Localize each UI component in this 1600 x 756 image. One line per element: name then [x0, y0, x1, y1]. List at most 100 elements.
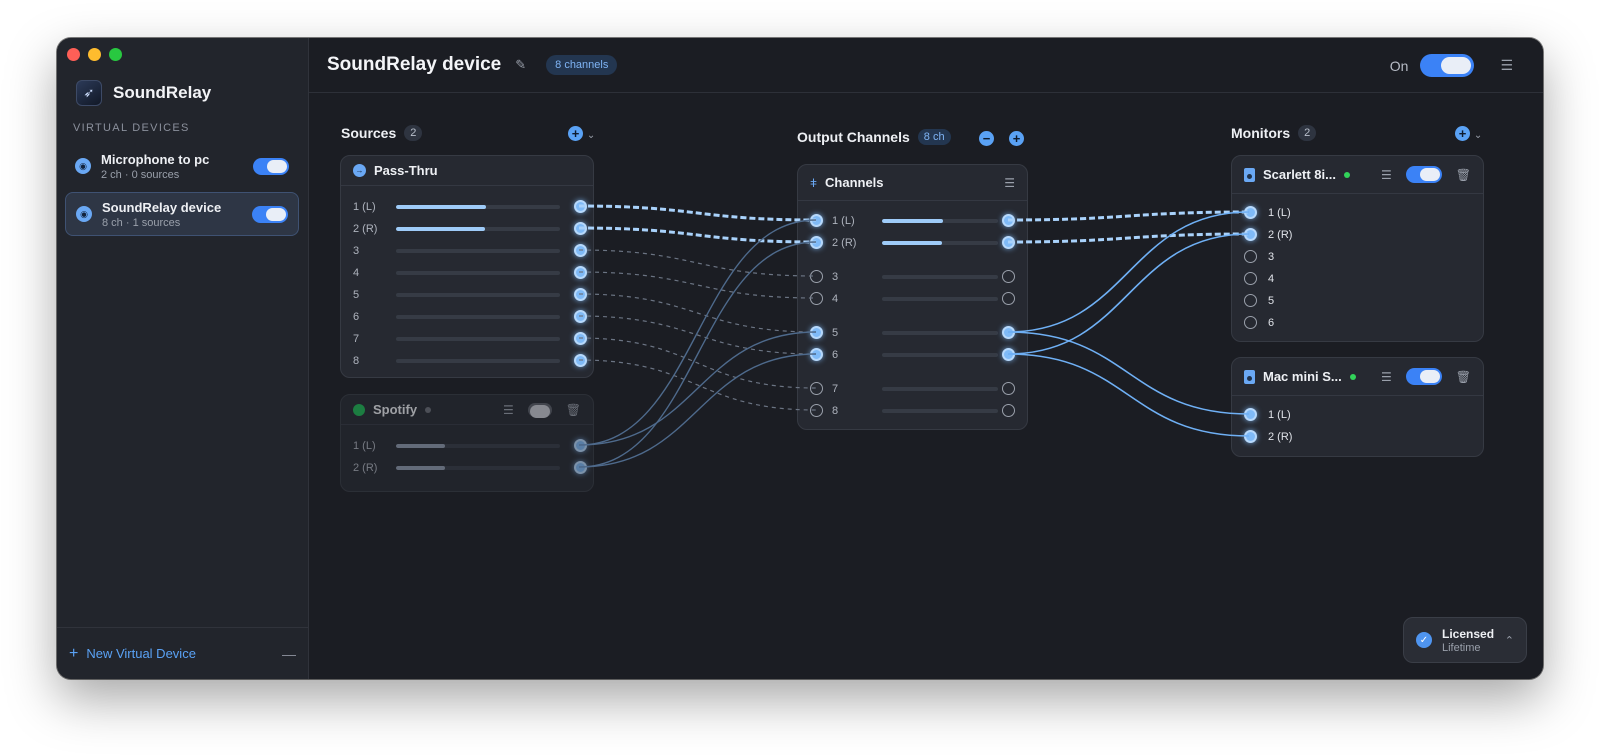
channel-label: 3: [1268, 251, 1275, 263]
monitor-enable-toggle[interactable]: [1405, 368, 1442, 385]
channel-settings-icon[interactable]: ☰: [1004, 175, 1015, 190]
level-meter: [882, 219, 998, 223]
source-card-spotify: Spotify ☰ 🗑 1 (L)2 (R): [340, 394, 594, 492]
device-meta: 2 ch · 0 sources: [101, 168, 180, 181]
level-meter: [882, 387, 998, 391]
device-power-toggle[interactable]: [1420, 54, 1475, 77]
channel-label: 1 (L): [832, 215, 855, 227]
level-meter: [882, 275, 998, 279]
monitors-count: 2: [1298, 125, 1317, 141]
input-port[interactable]: [810, 404, 823, 417]
output-port[interactable]: [1002, 292, 1015, 305]
output-channels-header: Output Channels 8 ch: [797, 129, 951, 145]
trash-icon[interactable]: 🗑: [565, 402, 581, 417]
channel-label: 2 (R): [1268, 229, 1293, 241]
sidebar-item-microphone-to-pc[interactable]: ◉ Microphone to pc 2 ch · 0 sources: [65, 144, 299, 188]
wire-passthru-6[interactable]: [578, 315, 817, 355]
edit-pencil-icon[interactable]: ✎: [515, 57, 527, 72]
new-virtual-device-button[interactable]: + New Virtual Device: [69, 645, 282, 662]
remove-channel-button[interactable]: −: [979, 130, 994, 146]
output-port[interactable]: [1002, 382, 1015, 395]
sources-label: Sources: [341, 125, 397, 141]
wire-passthru-5[interactable]: [578, 293, 817, 333]
channel-label: 8: [353, 355, 360, 367]
input-port[interactable]: [1244, 250, 1257, 263]
level-meter: [396, 227, 560, 231]
status-dot: [425, 406, 432, 413]
wire-spotify-5[interactable]: [578, 331, 817, 446]
monitor-name: Scarlett 8i...: [1263, 167, 1336, 182]
output-port[interactable]: [1002, 270, 1015, 283]
app-logo-icon: ➶: [76, 80, 102, 106]
wire-out-6-mon1[interactable]: [1007, 353, 1250, 437]
wire-spotify-2[interactable]: [578, 241, 817, 468]
monitor-channel-row: 2 (R): [1244, 426, 1471, 448]
add-channel-button[interactable]: +: [1009, 130, 1024, 146]
plus-circle-icon: +: [1455, 126, 1470, 141]
source-name: Pass-Thru: [374, 163, 438, 178]
page-title: SoundRelay device: [327, 54, 502, 75]
trash-icon[interactable]: 🗑: [1455, 369, 1471, 384]
monitor-enable-toggle[interactable]: [1405, 166, 1442, 183]
input-port[interactable]: [1244, 294, 1257, 307]
device-meta: 8 ch · 1 sources: [102, 216, 181, 229]
channel-row: 1 (L): [353, 196, 587, 218]
source-settings-icon[interactable]: ☰: [503, 402, 514, 417]
input-port[interactable]: [810, 382, 823, 395]
minus-circle-icon: −: [979, 131, 994, 146]
channel-label: 4: [353, 267, 360, 279]
wire-out-6-mon0[interactable]: [1007, 233, 1250, 355]
zoom-window-button[interactable]: [109, 48, 122, 61]
wire-out-5-mon1[interactable]: [1007, 331, 1250, 415]
settings-sliders-icon[interactable]: ☰: [1500, 57, 1513, 73]
monitor-card-mac-mini: Mac mini S... ☰ 🗑 1 (L)2 (R): [1231, 357, 1484, 457]
level-meter: [396, 337, 560, 341]
wire-passthru-1[interactable]: [578, 204, 817, 222]
output-port[interactable]: [1002, 404, 1015, 417]
channel-label: 1 (L): [353, 440, 376, 452]
sidebar-item-soundrelay-device[interactable]: ◉ SoundRelay device 8 ch · 1 sources: [65, 192, 299, 236]
wire-spotify-1[interactable]: [578, 219, 817, 446]
plus-circle-icon: +: [568, 126, 583, 141]
device-enable-toggle[interactable]: [253, 157, 289, 175]
remove-device-button[interactable]: —: [282, 645, 296, 662]
wire-passthru-3[interactable]: [578, 249, 817, 277]
monitor-settings-icon[interactable]: ☰: [1381, 369, 1392, 384]
app-brand: ➶ SoundRelay: [76, 80, 211, 106]
device-enable-toggle[interactable]: [252, 205, 288, 223]
channel-label: 5: [1268, 295, 1275, 307]
wire-passthru-2[interactable]: [578, 226, 817, 244]
monitor-channel-row: 6: [1244, 312, 1471, 334]
wire-passthru-4[interactable]: [578, 271, 817, 299]
level-meter: [882, 353, 998, 357]
wire-out-1-mon0[interactable]: [1007, 210, 1250, 222]
level-meter: [396, 315, 560, 319]
input-port[interactable]: [1244, 316, 1257, 329]
microphone-icon: ǂ: [810, 175, 818, 190]
wire-spotify-6[interactable]: [578, 353, 817, 468]
close-window-button[interactable]: [67, 48, 80, 61]
add-source-button[interactable]: + ⌄: [568, 125, 595, 141]
channel-label: 7: [832, 383, 839, 395]
add-monitor-button[interactable]: + ⌄: [1455, 125, 1482, 141]
wire-out-5-mon0[interactable]: [1007, 211, 1250, 333]
license-status-button[interactable]: ✓ Licensed Lifetime ⌃: [1403, 617, 1527, 663]
level-meter: [882, 409, 998, 413]
channels-badge: 8 channels: [546, 55, 618, 75]
wire-passthru-7[interactable]: [578, 337, 817, 389]
minimize-window-button[interactable]: [88, 48, 101, 61]
source-enable-toggle[interactable]: [527, 402, 552, 418]
chevron-down-icon: ⌄: [1473, 130, 1483, 141]
spotify-icon: [353, 403, 365, 416]
trash-icon[interactable]: 🗑: [1455, 167, 1471, 182]
input-port[interactable]: [1244, 272, 1257, 285]
wire-out-2-mon0[interactable]: [1007, 232, 1250, 244]
sidebar-footer: + New Virtual Device —: [57, 627, 308, 679]
channel-label: 2 (R): [1268, 431, 1293, 443]
main-panel: SoundRelay device ✎ 8 channels On ☰ Sour…: [309, 38, 1543, 679]
wire-passthru-8[interactable]: [578, 359, 817, 411]
channel-row: 7: [353, 328, 587, 350]
monitor-settings-icon[interactable]: ☰: [1381, 167, 1392, 182]
monitor-channel-row: 1 (L): [1244, 404, 1471, 426]
